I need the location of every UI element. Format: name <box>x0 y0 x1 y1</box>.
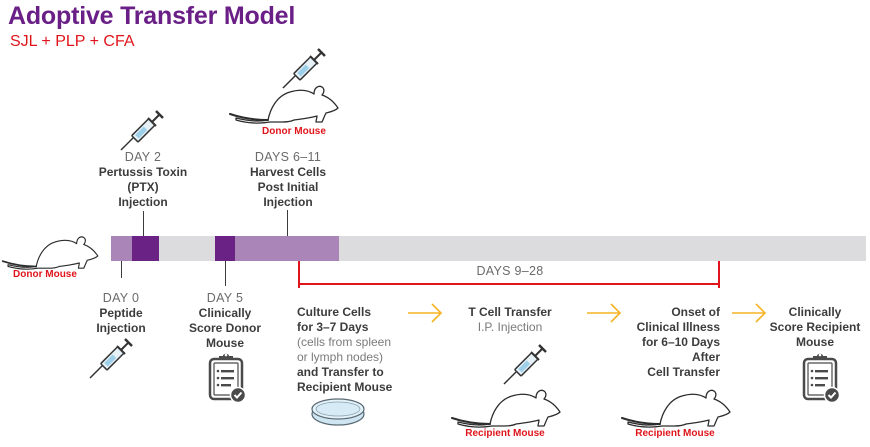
event-day5-line3: Mouse <box>205 336 244 350</box>
step-score-recipient: Clinically Score Recipient Mouse <box>765 305 865 350</box>
event-day5-line2: Score Donor <box>188 321 261 335</box>
step1-bold4: Recipient Mouse <box>297 380 393 394</box>
bracket-label: DAYS 9–28 <box>476 264 544 278</box>
event-days6-11-line1: Harvest Cells <box>249 165 327 179</box>
step1-bold1: Culture Cells <box>297 305 372 319</box>
donor-mouse-label-top: Donor Mouse <box>262 126 326 137</box>
step-culture-cells: Culture Cells for 3–7 Days (cells from s… <box>297 305 392 395</box>
event-day5: DAY 5 Clinically Score Donor Mouse <box>180 291 270 351</box>
event-days6-11-line2: Post Initial <box>257 180 319 194</box>
event-days6-11-day: DAYS 6–11 <box>254 150 322 164</box>
bracket-left-tick <box>298 261 300 288</box>
mouse-icon <box>621 389 731 429</box>
petri-dish-icon <box>311 398 365 426</box>
timeline-segment-dark-purple <box>215 236 235 261</box>
recipient-mouse-label-1: Recipient Mouse <box>465 428 545 439</box>
connector-day0 <box>121 261 122 278</box>
event-day2-line1: Pertussis Toxin <box>98 165 188 179</box>
timeline-segment-gray <box>339 236 866 261</box>
clipboard-check-icon <box>802 352 841 404</box>
step2-bold1: T Cell Transfer <box>468 305 552 319</box>
step1-bold2: for 3–7 Days <box>297 320 369 334</box>
event-day0: DAY 0 Peptide Injection <box>76 291 166 336</box>
mouse-icon <box>229 85 339 125</box>
bracket-right-tick <box>718 261 720 288</box>
timeline-segment-light-purple <box>235 236 339 261</box>
timeline-segment-dark-purple <box>132 236 159 261</box>
bracket-line <box>298 283 719 285</box>
step4-bold3: Mouse <box>795 335 834 349</box>
event-day5-day: DAY 5 <box>206 291 244 305</box>
arrow-right-icon <box>731 303 766 323</box>
event-day0-day: DAY 0 <box>102 291 140 305</box>
event-day0-line1: Peptide <box>99 306 143 320</box>
timeline-segment-light-purple <box>111 236 132 261</box>
mouse-icon <box>451 389 561 429</box>
step4-bold2: Score Recipient <box>769 320 861 334</box>
event-days6-11: DAYS 6–11 Harvest Cells Post Initial Inj… <box>238 150 338 210</box>
step3-bold5: Cell Transfer <box>647 365 720 379</box>
syringe-icon <box>119 109 165 152</box>
step3-bold1: Onset of <box>671 305 720 319</box>
connector-day2 <box>143 211 144 236</box>
step4-bold1: Clinically <box>788 305 842 319</box>
syringe-icon <box>88 337 134 380</box>
step3-bold3: for 6–10 Days <box>641 335 720 349</box>
event-day0-line2: Injection <box>96 321 146 335</box>
event-day2: DAY 2 Pertussis Toxin (PTX) Injection <box>88 150 198 210</box>
step1-light2: or lymph nodes) <box>297 350 384 364</box>
event-days6-11-line3: Injection <box>263 195 313 209</box>
step1-light1: (cells from spleen <box>297 335 392 349</box>
step-onset-illness: Onset of Clinical Illness for 6–10 Days … <box>620 305 720 380</box>
timeline-segment-gray <box>159 236 215 261</box>
diagram-title: Adoptive Transfer Model <box>8 2 296 30</box>
step3-bold2: Clinical Illness <box>636 320 720 334</box>
step-t-cell-transfer: T Cell Transfer I.P. Injection <box>455 305 565 335</box>
step3-bold4: After <box>691 350 720 364</box>
connector-days6-11 <box>287 210 288 236</box>
donor-mouse-label-left: Donor Mouse <box>13 269 77 280</box>
clipboard-check-icon <box>208 352 247 404</box>
recipient-mouse-label-2: Recipient Mouse <box>635 428 715 439</box>
step1-bold3: and Transfer to <box>297 365 384 379</box>
event-day2-line2: (PTX) <box>127 180 159 194</box>
arrow-right-icon <box>407 303 442 323</box>
diagram-subtitle: SJL + PLP + CFA <box>10 33 135 50</box>
connector-day5 <box>225 261 226 286</box>
event-day5-line1: Clinically <box>198 306 252 320</box>
step2-light1: I.P. Injection <box>477 320 543 334</box>
arrow-right-icon <box>586 303 621 323</box>
event-day2-line3: Injection <box>118 195 168 209</box>
event-day2-day: DAY 2 <box>124 150 162 164</box>
